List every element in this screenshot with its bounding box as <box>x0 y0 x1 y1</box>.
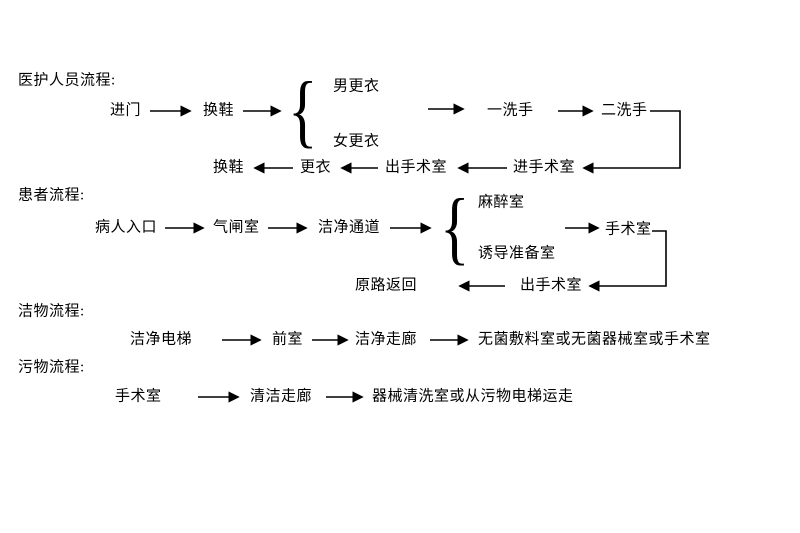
dirty-goods-flow-label: 污物流程: <box>18 359 85 376</box>
node-staff-change-clothes-out: 更衣 <box>300 159 332 176</box>
node-clean-walkway: 洁净走廊 <box>355 331 418 348</box>
node-staff-male-changing: 男更衣 <box>333 78 380 95</box>
node-staff-enter: 进门 <box>110 102 142 119</box>
node-clean-anteroom: 前室 <box>272 331 304 348</box>
node-patient-entrance: 病人入口 <box>95 219 158 236</box>
node-clean-sterile-rooms: 无菌敷料室或无菌器械室或手术室 <box>478 331 711 348</box>
node-clean-elevator: 洁净电梯 <box>130 331 193 348</box>
staff-flow-label: 医护人员流程: <box>18 72 116 89</box>
patient-flow-label: 患者流程: <box>18 187 85 204</box>
node-staff-second-wash: 二洗手 <box>601 102 648 119</box>
node-patient-anesthesia-room: 麻醉室 <box>478 194 525 211</box>
connector-wash2-to-enter-or <box>582 110 681 174</box>
node-patient-return-same-way: 原路返回 <box>355 277 418 294</box>
node-patient-induction-prep-room: 诱导准备室 <box>478 245 556 262</box>
clean-goods-flow-label: 洁物流程: <box>18 303 85 320</box>
node-staff-change-shoes-in: 换鞋 <box>203 102 235 119</box>
node-staff-exit-or: 出手术室 <box>385 159 448 176</box>
node-staff-first-wash: 一洗手 <box>487 102 534 119</box>
node-staff-female-changing: 女更衣 <box>333 133 380 150</box>
node-staff-change-shoes-out: 换鞋 <box>213 159 245 176</box>
node-dirty-operating-room: 手术室 <box>115 388 162 405</box>
node-patient-clean-corridor: 洁净通道 <box>318 219 381 236</box>
node-staff-enter-or: 进手术室 <box>513 159 576 176</box>
staff-brace: { <box>288 64 318 156</box>
node-patient-airlock: 气闸室 <box>213 219 260 236</box>
patient-brace: { <box>440 181 470 273</box>
node-dirty-cleaning-walkway: 清洁走廊 <box>250 388 313 405</box>
node-patient-operating-room: 手术室 <box>605 221 652 238</box>
node-patient-exit-or: 出手术室 <box>520 277 583 294</box>
node-dirty-washing-room: 器械清洗室或从污物电梯运走 <box>372 388 574 405</box>
connector-or-to-exit-or <box>588 230 667 292</box>
